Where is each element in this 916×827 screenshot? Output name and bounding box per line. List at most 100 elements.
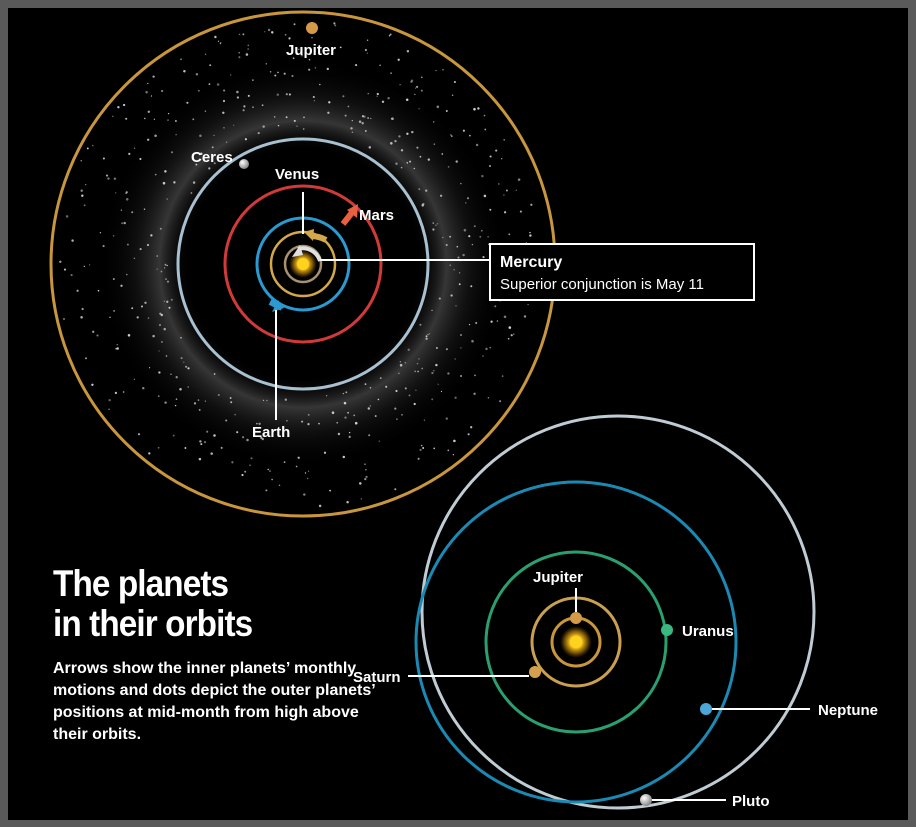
ceres-label: Ceres [191,149,233,166]
asteroid-dot [175,398,178,400]
asteroid-dot [298,48,300,51]
asteroid-dot [398,372,400,375]
asteroid-dot [238,33,241,36]
asteroid-dot [180,357,183,360]
asteroid-dot [133,378,136,380]
asteroid-dot [114,391,118,395]
mercury-arrowhead-icon [292,245,303,257]
asteroid-dot [206,430,209,433]
asteroid-dot [420,89,423,92]
asteroid-dot [160,340,163,343]
asteroid-dot [438,297,441,300]
asteroid-dot [123,221,126,225]
asteroid-dot [116,347,119,350]
asteroid-dot [131,211,134,214]
asteroid-dot [490,320,493,323]
asteroid-dot [283,461,286,463]
asteroid-dot [379,377,382,380]
asteroid-dot [489,155,492,158]
asteroid-dot [366,39,369,41]
asteroid-dot [204,53,207,56]
asteroid-dot [293,23,296,26]
asteroid-dot [432,222,434,224]
asteroid-dot [223,127,225,129]
asteroid-dot [80,316,83,319]
asteroid-dot [143,208,146,210]
asteroid-dot [117,105,120,109]
asteroid-dot [185,365,188,368]
asteroid-dot [354,421,358,425]
asteroid-dot [147,110,151,114]
asteroid-dot [422,447,425,449]
asteroid-dot [374,415,377,417]
asteroid-dot [197,399,200,401]
asteroid-dot [379,64,381,66]
earth-arrowhead-icon [272,300,284,312]
asteroid-dot [413,402,416,406]
asteroid-dot [71,239,74,242]
asteroid-dot [394,488,397,491]
asteroid-dot [325,395,328,397]
asteroid-dots [59,22,548,508]
asteroid-dot [146,243,150,247]
asteroid-dot [503,138,506,141]
asteroid-dot [186,101,189,104]
asteroid-dot [209,64,212,67]
asteroid-dot [236,90,239,94]
asteroid-dot [469,134,471,137]
asteroid-dot [503,211,507,214]
mercury-callout-text: Superior conjunction is May 11 [500,276,704,293]
asteroid-dot [225,141,228,143]
asteroid-dot [245,53,249,56]
asteroid-dot [81,194,84,198]
asteroid-dot [80,189,83,192]
asteroid-dot [471,339,474,343]
asteroid-dot [436,223,439,225]
asteroid-dot [447,372,450,375]
asteroid-dot [367,93,369,95]
asteroid-dot [339,46,342,49]
asteroid-dot [410,80,413,84]
diagram-frame: Mercury Superior conjunction is May 11 J… [8,8,908,820]
asteroid-dot [406,49,410,53]
asteroid-dot [435,69,437,72]
neptune-orbit [414,480,738,804]
asteroid-dot [267,468,269,471]
asteroid-dot [513,333,515,335]
asteroid-dot [399,84,401,86]
asteroid-dot [184,447,187,449]
asteroid-dot [427,158,431,161]
asteroid-dot [175,133,177,136]
asteroid-dot [112,235,115,237]
asteroid-dot [428,333,431,335]
asteroid-dot [466,197,470,200]
venus-arrowhead-icon [304,229,314,241]
asteroid-dot [83,265,85,268]
asteroid-dot [269,470,271,473]
asteroid-dot [145,91,148,94]
ceres-dot-icon [239,159,249,169]
asteroid-dot [475,143,479,147]
asteroid-dot [435,346,438,350]
asteroid-dot [419,155,422,158]
asteroid-dot [351,119,353,122]
asteroid-dot [152,334,155,338]
asteroid-dot [440,390,443,393]
asteroid-dot [91,383,94,386]
asteroid-dot [247,48,249,50]
asteroid-dot [166,280,170,283]
asteroid-dot [122,103,126,107]
asteroid-dot [364,463,366,465]
asteroid-dot [470,285,473,288]
asteroid-dot [162,181,166,185]
asteroid-dot [260,436,263,439]
asteroid-dot [417,457,420,460]
asteroid-dot [173,181,176,184]
asteroid-dot [137,433,141,436]
asteroid-dot [265,63,268,65]
neptune-label: Neptune [818,702,878,719]
asteroid-dot [370,117,372,120]
asteroid-dot [76,289,79,292]
asteroid-dot [473,392,476,395]
asteroid-dot [131,307,134,310]
